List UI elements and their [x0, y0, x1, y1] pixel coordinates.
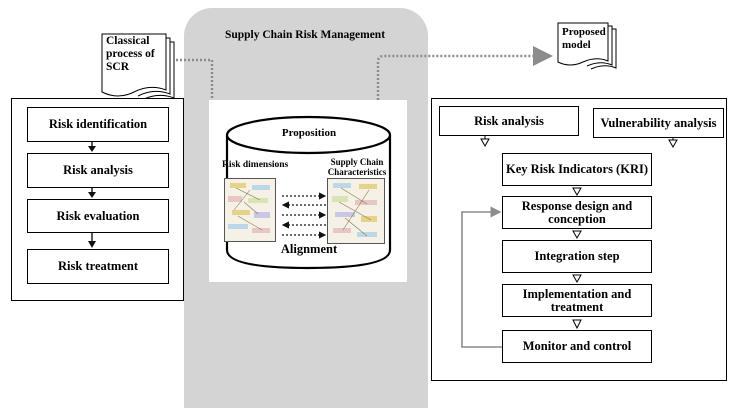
- proposed-doc-icon: [557, 22, 617, 70]
- proposed-top-box-1: Risk analysis: [439, 106, 579, 136]
- classical-connector: [176, 58, 214, 100]
- classical-step-3: Risk evaluation: [27, 199, 169, 233]
- proposed-step-5: Monitor and control: [502, 330, 652, 363]
- alignment-label: Alignment: [280, 242, 338, 256]
- proposed-step-3: Integration step: [502, 240, 652, 273]
- classical-step-1: Risk identification: [27, 107, 169, 142]
- sc-characteristics-label: Supply Chain Characteristics: [327, 157, 387, 177]
- risk-dimensions-label: Risk dimensions: [222, 160, 289, 170]
- classical-step-2: Risk analysis: [27, 153, 169, 188]
- proposed-doc-label: Proposed model: [562, 26, 606, 51]
- proposed-top-box-2: Vulnerability analysis: [593, 108, 724, 138]
- cylinder-top-label: Proposition: [281, 127, 337, 139]
- classical-doc-label: Classical process of SCR: [106, 35, 155, 73]
- sc-characteristics-panel: [327, 178, 385, 244]
- center-title: Supply Chain Risk Management: [224, 29, 386, 41]
- classical-step-4: Risk treatment: [27, 249, 169, 284]
- risk-dimensions-panel: [224, 178, 276, 242]
- proposed-step-2: Response design and conception: [502, 196, 652, 229]
- proposed-step-4: Implementation and treatment: [502, 284, 652, 317]
- proposed-step-1: Key Risk Indicators (KRI): [502, 153, 652, 186]
